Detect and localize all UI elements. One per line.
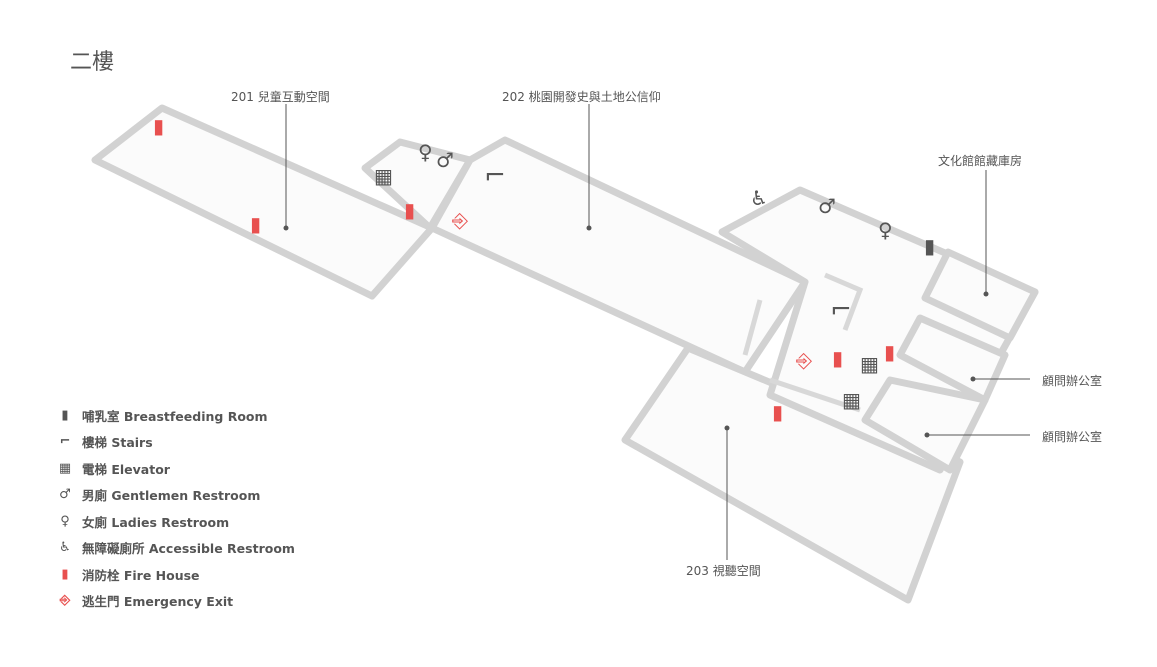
fire-hose-icon: ▮ (832, 346, 844, 370)
room-label-203: 203 視聽空間 (686, 564, 761, 578)
stair-wall (824, 272, 864, 331)
women-restroom-icon: ♀ (60, 513, 70, 529)
elevator-icon: ▦ (842, 388, 861, 412)
elevator-icon: ▦ (58, 460, 72, 476)
storage-room-floor[interactable] (921, 248, 1039, 342)
elevator-icon: ▦ (374, 164, 393, 188)
room-203-floor[interactable] (621, 344, 964, 604)
legend-label: 逃生門 Emergency Exit (82, 594, 234, 610)
legend-label: 電梯 Elevator (82, 461, 170, 477)
men-restroom-icon: ♂ (818, 194, 836, 218)
stairs-icon: ⌐ (484, 161, 506, 191)
legend-label: 女廁 Ladies Restroom (82, 514, 230, 530)
stairs-icon: ⌐ (830, 295, 852, 325)
breastfeeding-icon: ▮ (924, 234, 936, 258)
legend-label: 男廁 Gentlemen Restroom (82, 488, 261, 504)
room-label-office-2: 顧問辦公室 (1042, 430, 1103, 444)
stairs-icon: ⌐ (59, 434, 71, 450)
floor-title: 二樓 (70, 50, 115, 75)
emergency-exit-icon: ⎆ (452, 208, 468, 232)
legend: ▮ 哺乳室 Breastfeeding Room ⌐ 樓梯 Stairs ▦ 電梯 E… (58, 402, 295, 614)
legend-item: ⌐ 樓梯 Stairs (58, 429, 295, 456)
legend-item: ♿ 無障礙廁所 Accessible Restroom (58, 535, 295, 562)
women-restroom-icon: ♀ (418, 140, 433, 164)
legend-item: ⎆ 逃生門 Emergency Exit (58, 588, 295, 615)
legend-item: ▮ 哺乳室 Breastfeeding Room (58, 402, 295, 429)
room-label-office-1: 顧問辦公室 (1042, 374, 1103, 388)
accessible-restroom-icon: ♿ (750, 186, 768, 210)
breastfeeding-icon: ▮ (61, 407, 69, 423)
elevator-icon: ▦ (860, 352, 879, 376)
fire-hose-icon: ▮ (61, 566, 69, 582)
legend-label: 消防栓 Fire House (82, 567, 200, 583)
fire-hose-icon: ▮ (404, 198, 416, 222)
inner-wall (769, 377, 861, 413)
room-label-202: 202 桃園開發史與土地公信仰 (502, 90, 661, 104)
women-restroom-icon: ♀ (878, 218, 893, 242)
legend-item: ♀ 女廁 Ladies Restroom (58, 508, 295, 535)
legend-item: ♂ 男廁 Gentlemen Restroom (58, 482, 295, 509)
men-restroom-icon: ♂ (436, 148, 454, 172)
fire-hose-icon: ▮ (884, 340, 896, 364)
fire-hose-icon: ▮ (153, 114, 165, 138)
emergency-exit-icon: ⎆ (59, 593, 71, 609)
office-2-floor[interactable] (861, 376, 989, 474)
legend-item: ▦ 電梯 Elevator (58, 455, 295, 482)
legend-label: 樓梯 Stairs (82, 435, 153, 451)
accessible-restroom-icon: ♿ (59, 540, 71, 556)
legend-label: 哺乳室 Breastfeeding Room (82, 408, 268, 424)
fire-hose-icon: ▮ (772, 400, 784, 424)
room-201-floor[interactable] (91, 104, 436, 300)
legend-item: ▮ 消防栓 Fire House (58, 561, 295, 588)
room-label-storage: 文化館館藏庫房 (938, 154, 1023, 168)
inner-wall (742, 299, 763, 356)
fire-hose-icon: ▮ (250, 212, 262, 236)
emergency-exit-icon: ⎆ (796, 348, 812, 372)
room-label-201: 201 兒童互動空間 (231, 90, 330, 104)
legend-label: 無障礙廁所 Accessible Restroom (82, 541, 295, 557)
men-restroom-icon: ♂ (59, 487, 71, 503)
